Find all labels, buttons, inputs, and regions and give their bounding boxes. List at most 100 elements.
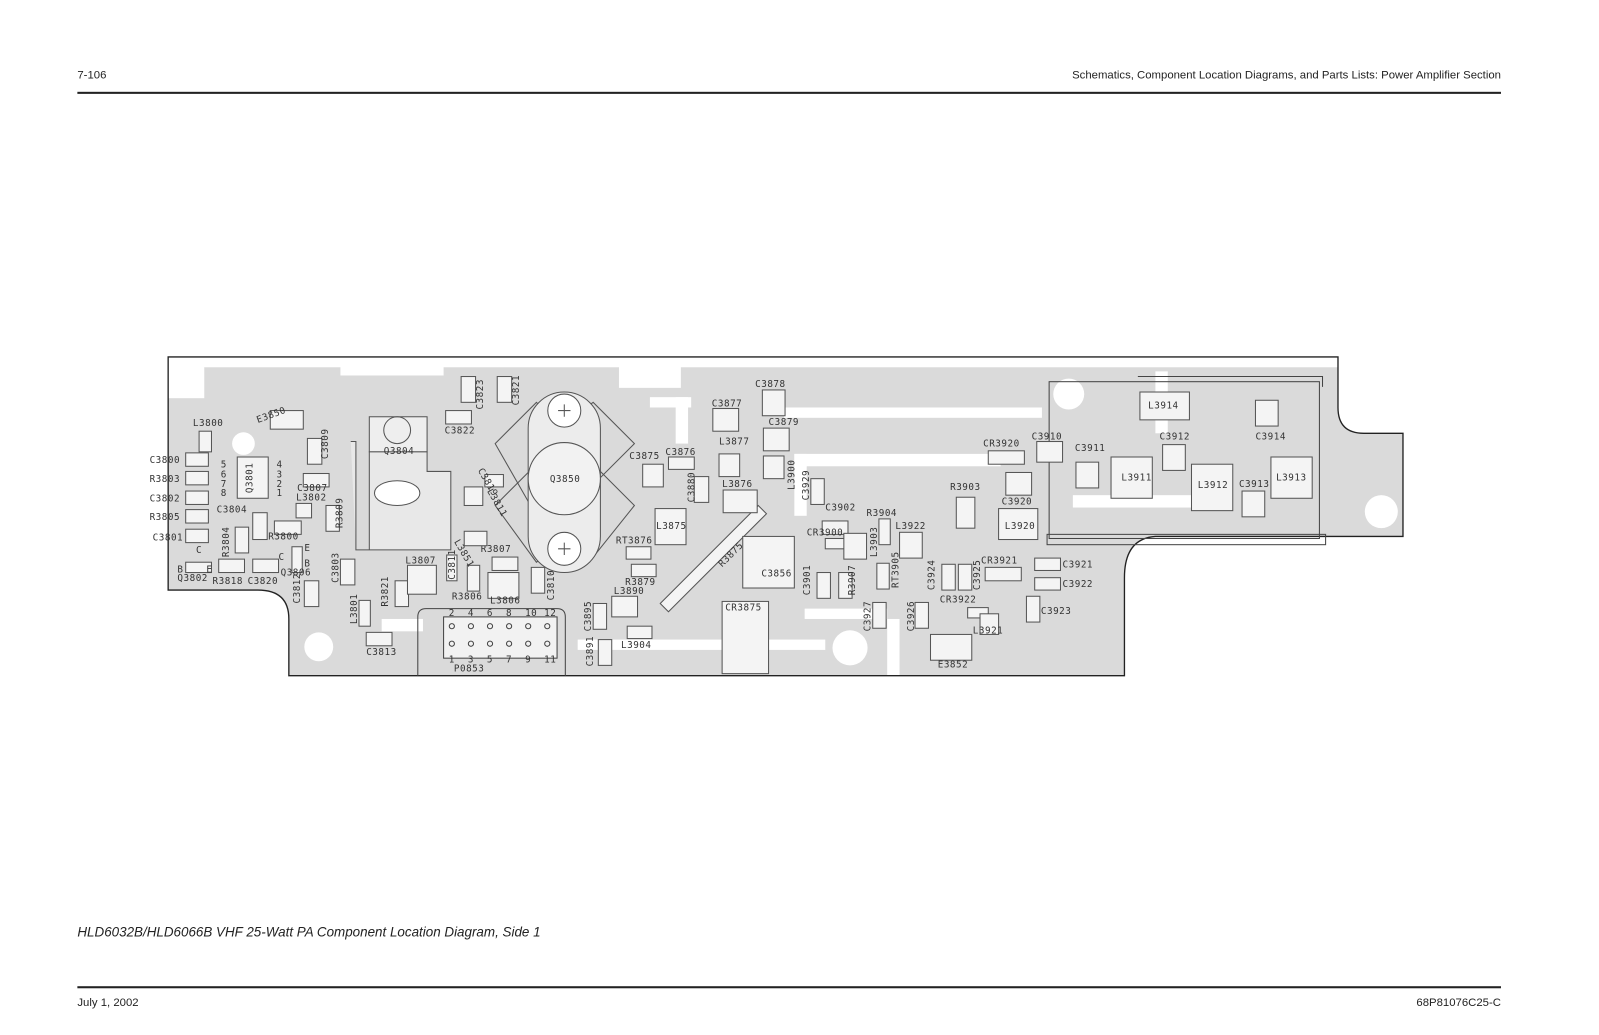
- component-outline: [625, 546, 652, 560]
- component: CR3921: [981, 555, 1022, 582]
- component: L3900: [762, 455, 797, 490]
- component-label: C3923: [1041, 606, 1071, 617]
- component: L3802: [295, 492, 326, 519]
- pin-label: 1: [276, 488, 282, 499]
- connector-pin: [467, 640, 475, 647]
- component-label: C3801: [153, 533, 183, 544]
- component-label: L3800: [193, 418, 223, 429]
- component-label: R3809: [334, 498, 345, 528]
- component: L3877: [718, 437, 749, 478]
- r3875-resistor: [659, 504, 768, 613]
- component-label: Q3802: [177, 573, 207, 584]
- pin-label: 2: [276, 479, 282, 490]
- connector-pin: [505, 640, 513, 647]
- component-outline: [967, 607, 989, 619]
- component-label: L3802: [296, 492, 326, 503]
- component-label: C3823: [475, 379, 486, 409]
- component: R3804: [221, 526, 250, 557]
- component: C3809: [306, 429, 331, 465]
- pin-label: B: [177, 565, 183, 576]
- component-outline: [611, 595, 639, 618]
- component-outline: [291, 546, 303, 574]
- component: C3910: [1032, 431, 1064, 463]
- component-outline: [941, 563, 956, 591]
- component-label: L3806: [490, 595, 520, 606]
- component: C3929: [801, 470, 825, 505]
- component: L3903: [843, 527, 880, 560]
- component-outline: [358, 599, 371, 627]
- connector-pin: [448, 640, 455, 647]
- component: C3913: [1239, 479, 1269, 518]
- component-outline: [810, 478, 825, 505]
- component-outline: [761, 389, 786, 417]
- component-outline: [325, 504, 340, 532]
- component-label: L3903: [869, 527, 880, 557]
- component-label: R3806: [452, 591, 482, 602]
- pin-label: 3: [468, 654, 474, 665]
- component: L3914: [1139, 391, 1190, 421]
- component-label: R3800: [268, 532, 298, 543]
- component-label: C3902: [825, 503, 855, 514]
- component-outline: [899, 531, 923, 559]
- component-label: C3910: [1032, 431, 1062, 442]
- pin-label: C: [279, 552, 285, 563]
- component-label: C3811: [447, 549, 458, 579]
- component-label: C3920: [1002, 496, 1032, 507]
- component-label: C3877: [712, 398, 742, 409]
- component-outline: [987, 450, 1025, 465]
- component-label: C3891: [585, 636, 596, 666]
- component: L3904: [621, 625, 653, 651]
- component-outline: [597, 639, 613, 666]
- p0853-connector: [417, 608, 566, 676]
- component-outline: [463, 530, 488, 547]
- pin-label: 8: [221, 488, 227, 499]
- component-outline: [234, 526, 250, 554]
- pin-label: 3: [276, 470, 282, 481]
- component-label: C3911: [1075, 443, 1105, 454]
- component-label: L3920: [1005, 521, 1035, 532]
- component-outline: [878, 518, 891, 546]
- component: C3902: [821, 503, 855, 535]
- component-outline: [1075, 461, 1100, 489]
- component: CR3922: [940, 594, 989, 619]
- component-outline: [642, 463, 664, 488]
- component-outline: [914, 601, 929, 629]
- pin-label: 10: [525, 608, 537, 619]
- component-label: C3929: [801, 470, 812, 500]
- component: C3821: [496, 375, 522, 405]
- component: C3877: [712, 398, 742, 432]
- component: L3806: [487, 572, 520, 606]
- component: L3920: [998, 508, 1039, 541]
- component: C3820: [248, 558, 280, 587]
- component: C3911: [1075, 443, 1105, 489]
- component-outline: [466, 564, 481, 592]
- component: C3922: [1034, 577, 1093, 591]
- component-outline: [998, 508, 1039, 541]
- component: C3879: [762, 417, 799, 452]
- component-outline: [530, 566, 546, 594]
- component-outline: [718, 453, 741, 478]
- component-outline: [876, 562, 890, 590]
- component: C3800: [150, 452, 209, 467]
- component: C3802: [150, 490, 209, 505]
- component-outline: [1034, 557, 1062, 571]
- component-label: R3904: [867, 508, 897, 519]
- component-label: Q3806: [281, 568, 311, 579]
- component-label: RT3876: [616, 536, 653, 547]
- component-outline: [491, 556, 519, 571]
- component-label: CR3900: [807, 527, 844, 538]
- component: Q3802: [177, 561, 212, 584]
- component-label: C3880: [686, 472, 697, 502]
- component-label: R3907: [847, 565, 858, 595]
- component: L3890: [611, 586, 644, 618]
- pin-label: B: [304, 558, 310, 569]
- component: C3804: [217, 505, 268, 541]
- component: C3925: [957, 560, 983, 591]
- component-label: C3927: [863, 601, 874, 631]
- component-outline: [185, 509, 209, 524]
- component-label: C3800: [150, 455, 180, 466]
- component: Q3850: [550, 474, 580, 485]
- component: R3805: [150, 509, 209, 524]
- component-outline: [872, 601, 887, 629]
